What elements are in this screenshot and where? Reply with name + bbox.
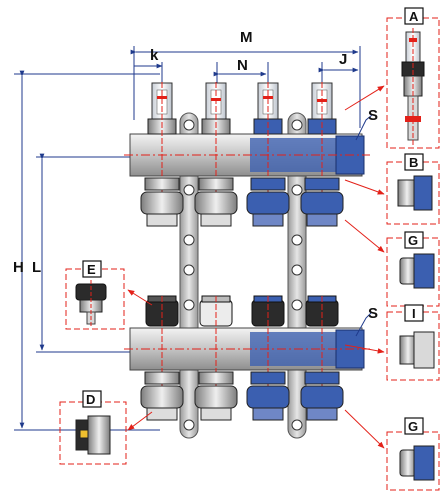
detail-E-label: E <box>87 262 96 277</box>
dim-k-label: k <box>150 47 159 64</box>
dim-N-label: N <box>237 57 248 74</box>
dim-M-label: M <box>240 29 253 46</box>
detail-I-fitting <box>399 331 435 369</box>
detail-I-label: I <box>412 306 416 321</box>
detail-B-label: B <box>409 155 418 170</box>
detail-A-valve <box>401 28 425 145</box>
dim-S-top-label: S <box>368 107 378 124</box>
detail-D-label: D <box>86 392 95 407</box>
dim-H-label: H <box>13 259 24 276</box>
return-manifold-bar <box>124 327 370 371</box>
dim-S-bottom-label: S <box>368 305 378 322</box>
detail-E-valve <box>75 280 107 328</box>
dim-L-label: L <box>32 259 41 276</box>
valve-caps-bottom <box>145 295 339 327</box>
s-leaders <box>355 114 373 337</box>
outlet-fittings-bottom <box>140 371 344 421</box>
detail-G-bottom-label: G <box>408 419 418 434</box>
valve-stems-bottom <box>161 296 323 420</box>
dimension-lines <box>14 46 361 431</box>
detail-arrows <box>127 85 385 449</box>
supply-manifold-bar <box>124 133 370 177</box>
detail-G-top-fitting <box>399 253 435 289</box>
detail-G-top-label: G <box>408 233 418 248</box>
detail-tags <box>82 7 424 435</box>
outlet-fittings-top <box>140 177 344 227</box>
detail-B-fitting <box>397 175 433 211</box>
dim-J-label: J <box>339 51 347 68</box>
detail-A-label: A <box>409 9 419 24</box>
flow-meters <box>147 82 337 135</box>
detail-G-bottom-fitting <box>399 445 435 481</box>
detail-boxes <box>59 17 440 491</box>
detail-D-fitting <box>75 415 111 455</box>
